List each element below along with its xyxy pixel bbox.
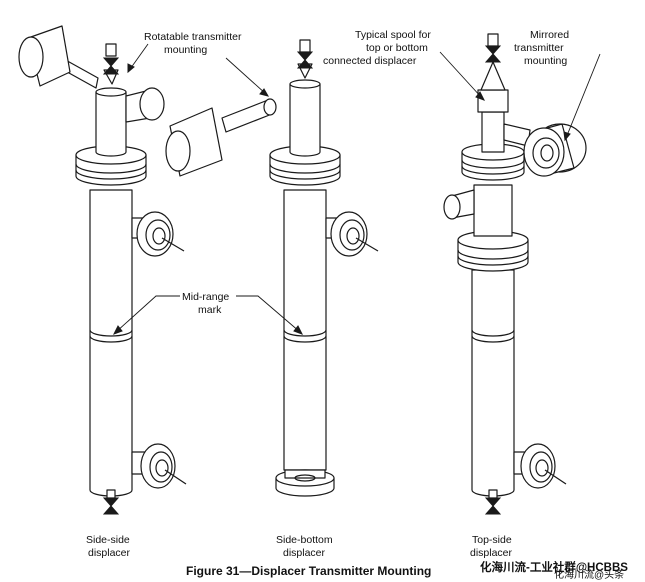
side-side-label-line2: displacer — [88, 547, 131, 559]
callout-labels: Rotatable transmitter mounting Typical s… — [86, 29, 569, 559]
spool-label-line3: connected displacer — [323, 55, 417, 67]
leader-lines — [112, 43, 601, 335]
mirrored-label-line2: transmitter — [514, 42, 564, 54]
side-bottom-label-line1: Side-bottom — [276, 534, 333, 546]
side-side-displacer-assembly — [18, 25, 187, 515]
watermark-primary: 化海川流-工业社群@HCBBS — [480, 560, 628, 574]
top-side-displacer-assembly — [443, 33, 587, 515]
midrange-label-line1: Mid-range — [182, 291, 229, 303]
side-side-label-line1: Side-side — [86, 534, 130, 546]
rotatable-label-line2: mounting — [164, 44, 207, 56]
figure-caption: Figure 31—Displacer Transmitter Mounting — [186, 564, 431, 578]
spool-label-line1: Typical spool for — [355, 29, 431, 41]
mirrored-label-line1: Mirrored — [530, 29, 569, 41]
side-bottom-displacer-assembly — [165, 39, 379, 497]
top-side-label-line2: displacer — [470, 547, 513, 559]
top-side-label-line1: Top-side — [472, 534, 512, 546]
spool-label-line2: top or bottom — [366, 42, 428, 54]
side-bottom-label-line2: displacer — [283, 547, 326, 559]
mirrored-label-line3: mounting — [524, 55, 567, 67]
midrange-label-line2: mark — [198, 304, 222, 316]
watermark-secondary: 化海川流@头条 — [554, 568, 624, 581]
rotatable-label-line1: Rotatable transmitter — [144, 31, 242, 43]
